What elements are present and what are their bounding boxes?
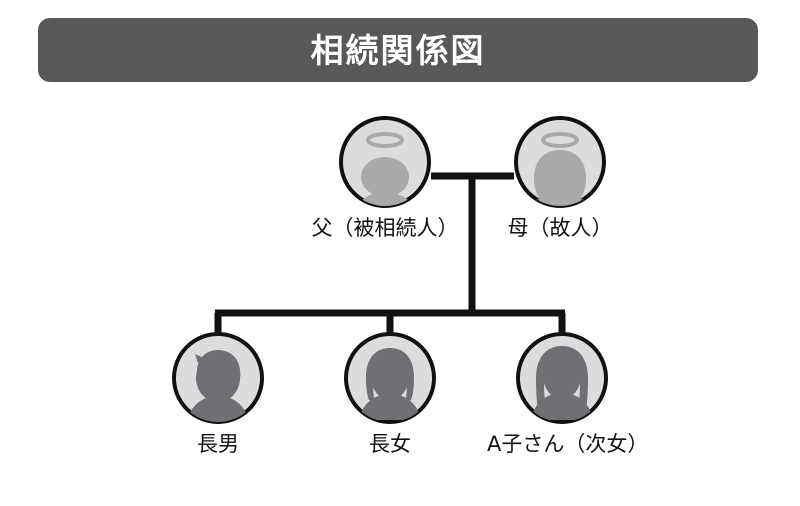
person-node-second-daughter[interactable]: A子さん（次女） (487, 330, 649, 456)
male-short-hair-avatar-icon (172, 332, 264, 424)
male-bald-avatar-icon (339, 116, 431, 208)
avatar-second-daughter (514, 330, 610, 426)
avatar-father (337, 114, 433, 210)
person-node-eldest-daughter[interactable]: 長女 (315, 330, 465, 456)
person-label-second-daughter: A子さん（次女） (487, 432, 649, 456)
halo-icon (541, 132, 579, 148)
avatar-mother (512, 114, 608, 210)
person-label-eldest-daughter: 長女 (369, 432, 411, 456)
avatar-eldest-daughter (342, 330, 438, 426)
connector-lines (214, 172, 566, 342)
female-avatar-icon (514, 116, 606, 208)
page-title: 相続関係図 (310, 30, 486, 70)
person-label-eldest-son: 長男 (197, 432, 239, 456)
page-title-banner: 相続関係図 (38, 18, 758, 82)
person-node-eldest-son[interactable]: 長男 (143, 330, 293, 456)
family-tree-diagram: 父（被相続人） 母（故人） (0, 92, 800, 506)
person-label-mother: 母（故人） (507, 216, 613, 240)
person-label-father: 父（被相続人） (311, 216, 459, 240)
halo-icon (366, 132, 404, 148)
person-node-father[interactable]: 父（被相続人） (310, 114, 460, 240)
avatar-eldest-son (170, 330, 266, 426)
female-bob-hair-avatar-icon (344, 332, 436, 424)
female-long-hair-avatar-icon (516, 332, 608, 424)
person-node-mother[interactable]: 母（故人） (485, 114, 635, 240)
